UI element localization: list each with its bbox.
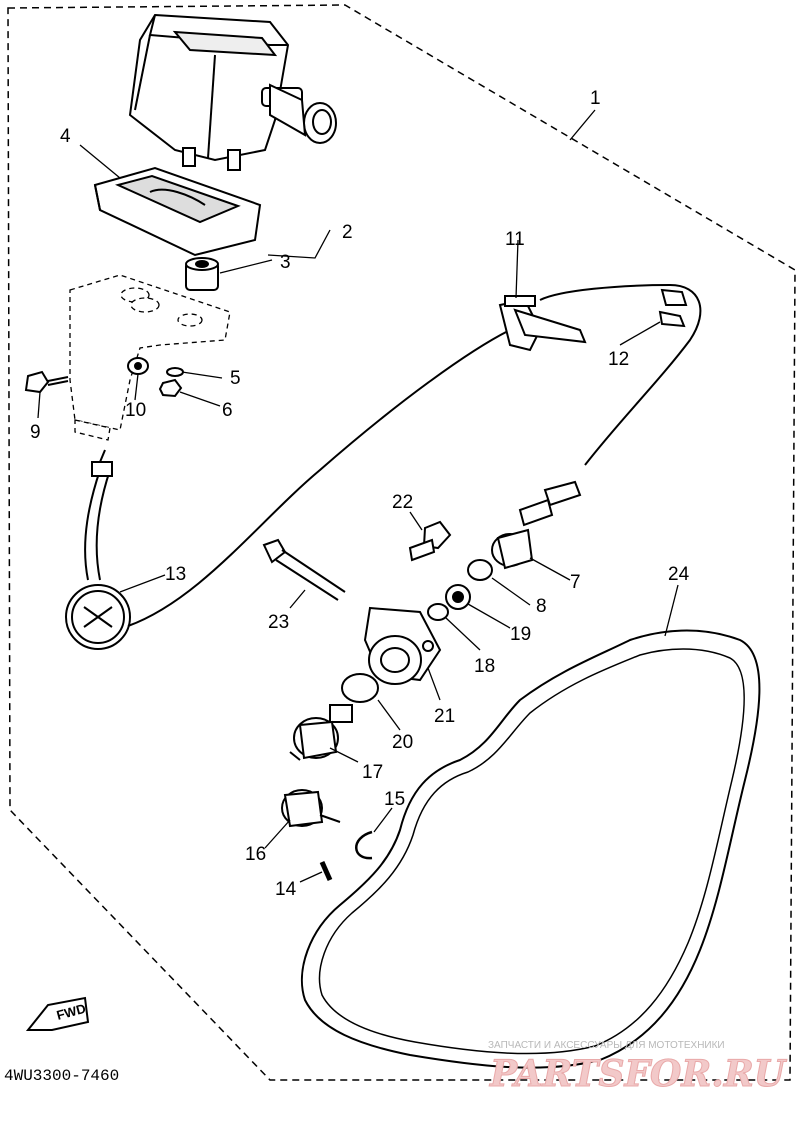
label-part-20: 20 <box>392 732 413 753</box>
watermark-tagline: ЗАПЧАСТИ И АКСЕССУАРЫ ДЛЯ МОТОТЕХНИКИ <box>488 1040 725 1051</box>
gear-17 <box>289 704 353 761</box>
bolt-23 <box>262 538 346 601</box>
label-part-23: 23 <box>268 612 289 633</box>
washer-5 <box>166 367 184 377</box>
bolt-22 <box>408 520 452 562</box>
diagram-code: 4WU3300-7460 <box>4 1067 119 1085</box>
label-part-11: 11 <box>505 229 525 250</box>
cable-clamp <box>498 295 587 352</box>
label-part-12: 12 <box>608 349 629 370</box>
speedometer-unit <box>128 13 337 171</box>
o-ring-8 <box>467 559 493 581</box>
label-part-9: 9 <box>30 422 41 443</box>
label-part-24: 24 <box>668 564 690 585</box>
leader-lines <box>37 109 679 883</box>
label-part-22: 22 <box>392 492 413 513</box>
crankcase-gasket <box>300 629 761 1069</box>
label-part-1: 1 <box>590 88 601 109</box>
label-part-14: 14 <box>275 879 297 900</box>
meter-cushion <box>93 166 262 257</box>
label-part-16: 16 <box>245 844 266 865</box>
label-part-17: 17 <box>362 762 383 783</box>
bushing-19 <box>445 584 471 610</box>
label-part-19: 19 <box>510 624 531 645</box>
assembly-boundary <box>7 4 796 1081</box>
watermark-site: PARTSFOR.RU <box>489 1053 788 1095</box>
gear-housing <box>363 606 442 685</box>
label-part-4: 4 <box>60 126 71 147</box>
label-part-13: 13 <box>165 564 186 585</box>
part-labels: 1 2 3 4 5 6 7 8 9 10 11 12 13 14 15 16 1… <box>30 88 690 900</box>
pin-14 <box>319 860 333 882</box>
nut-6 <box>158 378 183 398</box>
label-part-18: 18 <box>474 656 495 677</box>
circlip-15 <box>355 830 373 860</box>
label-part-21: 21 <box>434 706 455 727</box>
cable-guide <box>658 288 688 328</box>
label-part-6: 6 <box>222 400 233 421</box>
bolt-9 <box>24 370 69 394</box>
label-part-5: 5 <box>230 368 241 389</box>
speedometer-cable <box>65 283 702 650</box>
meter-bracket <box>69 274 231 441</box>
label-part-10: 10 <box>125 400 146 421</box>
label-part-15: 15 <box>384 789 405 810</box>
gasket-inner-edge <box>318 648 745 1055</box>
label-part-8: 8 <box>536 596 547 617</box>
o-ring-20 <box>341 673 379 703</box>
fwd-arrow-icon: FWD <box>25 996 90 1031</box>
cable-end-gear <box>491 480 582 570</box>
label-part-7: 7 <box>570 572 581 593</box>
label-part-2: 2 <box>342 222 353 243</box>
fwd-label: FWD <box>55 1001 87 1023</box>
grommet <box>185 257 219 291</box>
watermark: ЗАПЧАСТИ И АКСЕССУАРЫ ДЛЯ МОТОТЕХНИКИ PA… <box>488 1040 788 1096</box>
washer-10 <box>127 357 149 375</box>
gear-16 <box>281 789 341 828</box>
label-part-3: 3 <box>280 252 291 273</box>
washer-18 <box>427 603 449 621</box>
